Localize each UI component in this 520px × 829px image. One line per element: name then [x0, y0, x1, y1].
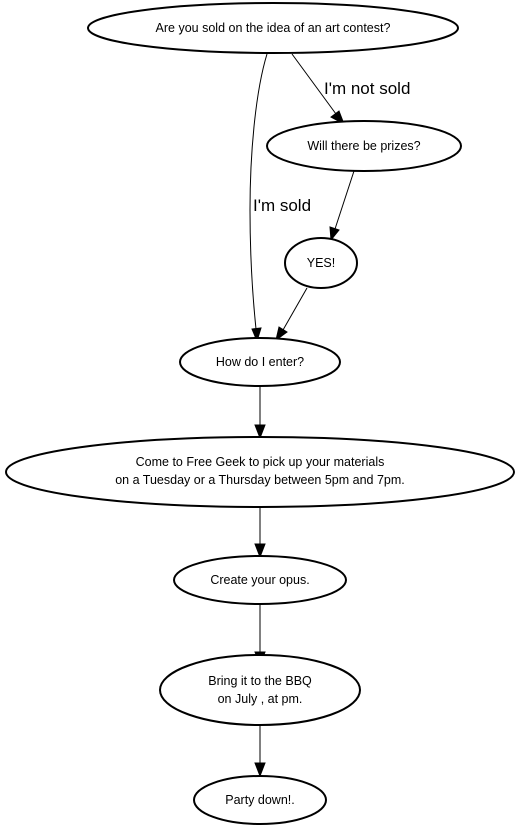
node-materials-line1: Come to Free Geek to pick up your materi… [136, 455, 385, 469]
node-enter: How do I enter? [179, 337, 341, 387]
edge-bbq-to-party [254, 725, 266, 778]
node-enter-label: How do I enter? [216, 355, 304, 369]
node-create: Create your opus. [173, 555, 347, 605]
node-create-label: Create your opus. [210, 573, 309, 587]
node-prizes: Will there be prizes? [266, 120, 462, 172]
node-materials-line2: on a Tuesday or a Thursday between 5pm a… [115, 473, 405, 487]
node-yes: YES! [284, 237, 358, 289]
edge-label-not-sold: I'm not sold [324, 79, 410, 98]
node-materials: Come to Free Geek to pick up your materi… [5, 436, 515, 508]
node-prizes-label: Will there be prizes? [307, 139, 420, 153]
node-bbq-line1: Bring it to the BBQ [208, 674, 312, 688]
node-yes-label: YES! [307, 256, 336, 270]
edge-label-sold: I'm sold [253, 196, 311, 215]
edge-yes-to-enter [275, 287, 308, 342]
node-party: Party down!. [193, 775, 327, 825]
node-party-label: Party down!. [225, 793, 294, 807]
node-question: Are you sold on the idea of an art conte… [87, 2, 459, 54]
edge-question-to-enter [249, 53, 268, 343]
node-bbq-line2: on July , at pm. [218, 692, 303, 706]
node-bbq: Bring it to the BBQ on July , at pm. [159, 654, 361, 726]
node-question-label: Are you sold on the idea of an art conte… [156, 21, 391, 35]
edge-enter-to-materials [254, 386, 266, 440]
edge-prizes-to-yes [329, 170, 355, 242]
edge-materials-to-create [254, 507, 266, 559]
